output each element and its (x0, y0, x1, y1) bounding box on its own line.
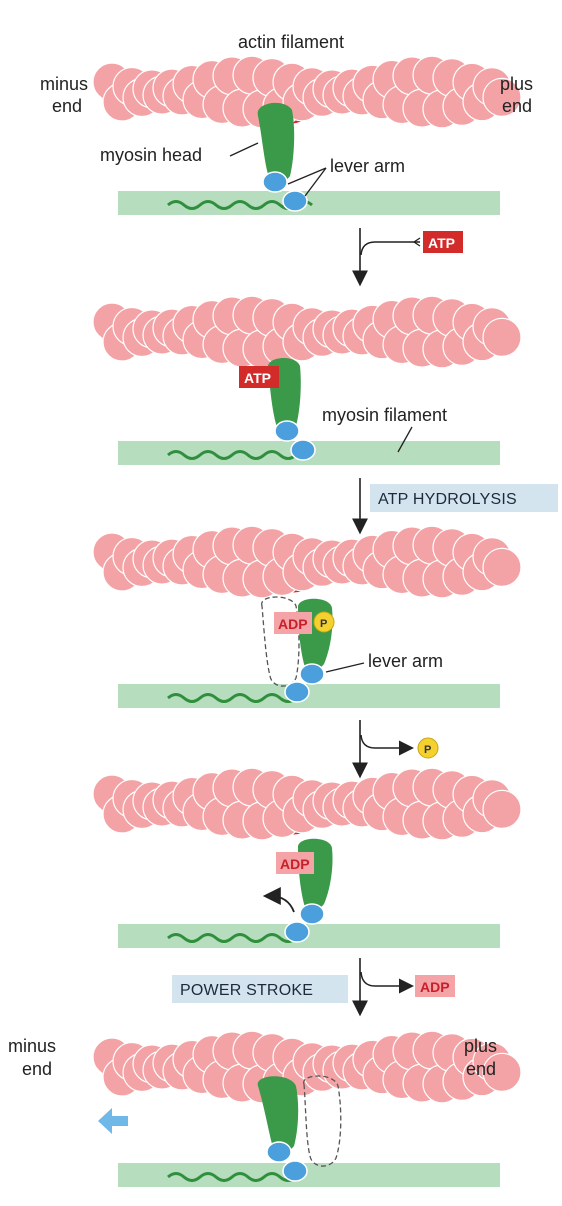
myosin-tail-wave-4 (167, 933, 297, 943)
phosphate-tag-1-text: P (320, 618, 327, 630)
atp-in-arrowhead (412, 237, 421, 247)
phosphate-tag-1 (313, 611, 335, 633)
label-lever-arm-2: lever arm (368, 651, 443, 671)
lever-arm-lower-5 (282, 1160, 308, 1182)
atp-tag-1 (423, 231, 463, 253)
adp-tag-3-text: ADP (420, 979, 450, 995)
panel-3: ADP P lever arm (92, 525, 522, 708)
adp-tag-2 (276, 852, 314, 874)
step-label-power-stroke: POWER STROKE (180, 982, 313, 999)
myosin-tail-wave-5 (167, 1172, 297, 1182)
actin-subunit (482, 317, 522, 357)
adp-tag-1 (274, 612, 312, 634)
label-plus-end-5b: end (466, 1059, 496, 1079)
myosin-head-4 (298, 838, 333, 910)
label-minus-end-5a: minus (8, 1036, 56, 1056)
phosphate-out-arrow (360, 734, 414, 756)
atp-in-arrow (360, 241, 420, 256)
actin-filament-1 (92, 55, 522, 129)
panel-2: ATP myosin filament (92, 295, 522, 465)
lever-arm-lower-1 (282, 190, 308, 212)
label-myosin-filament: myosin filament (322, 405, 447, 425)
transition-phosphate-release: P (352, 720, 439, 779)
adp-tag-3 (415, 975, 455, 997)
label-actin-filament: actin filament (238, 32, 344, 52)
actin-filament-3 (92, 525, 522, 599)
myosin-tail-wave-2 (167, 450, 313, 460)
label-minus-end-5b: end (22, 1059, 52, 1079)
atp-tag-2 (239, 366, 279, 388)
adp-out-arrow (360, 971, 414, 994)
label-minus-end-1a: minus (40, 74, 88, 94)
adp-tag-1-text: ADP (278, 616, 308, 632)
actin-subunit (482, 789, 522, 829)
phosphate-tag-2 (417, 737, 439, 759)
transition-power-stroke: POWER STROKE ADP (172, 958, 455, 1017)
myosin-head-5 (257, 1076, 299, 1152)
label-plus-end-1a: plus (500, 74, 533, 94)
actin-subunit (482, 77, 522, 117)
pointer-lever-arm-2 (325, 662, 365, 673)
prior-head-outline (261, 596, 300, 687)
prior-head-outline-2 (303, 1075, 342, 1167)
myosin-tail-wave-3 (167, 693, 297, 703)
label-plus-end-1b: end (502, 96, 532, 116)
actin-subunit (482, 547, 522, 587)
adp-tag-2-text: ADP (280, 856, 310, 872)
phosphate-tag-2-text: P (424, 744, 431, 756)
label-minus-end-1b: end (52, 96, 82, 116)
myosin-head-1 (257, 102, 295, 182)
pointer-myosin-head (229, 142, 259, 157)
panel-1: actin filament minus end plus end myosin… (40, 32, 533, 215)
label-lever-arm-1: lever arm (330, 156, 405, 176)
movement-direction-arrow (98, 1108, 128, 1134)
pointer-lever-arm-1a (287, 167, 327, 185)
lever-arm-upper-5 (266, 1141, 292, 1163)
label-myosin-head: myosin head (100, 145, 202, 165)
transition-atp-hydrolysis: ATP HYDROLYSIS (352, 478, 558, 535)
lever-arm-lower-3 (284, 681, 310, 703)
atp-tag-2-text: ATP (244, 370, 271, 386)
actin-filament-5 (92, 1030, 522, 1104)
pointer-lever-arm-1b (304, 167, 327, 197)
step-box-power-stroke (172, 975, 348, 1003)
lever-arm-lower-4 (284, 921, 310, 943)
pointer-myosin-filament (397, 426, 413, 453)
step-label-hydrolysis: ATP HYDROLYSIS (378, 491, 517, 508)
lever-arm-upper-2 (274, 420, 300, 442)
atp-tag-1-text: ATP (428, 235, 455, 251)
actin-subunit (482, 1052, 522, 1092)
swing-arrow (262, 887, 295, 913)
myosin-head-3 (298, 598, 333, 670)
lever-arm-upper-1 (262, 171, 288, 193)
lever-arm-lower-2 (290, 439, 316, 461)
lever-arm-upper-4 (299, 903, 325, 925)
actin-filament-2 (92, 295, 522, 369)
panel-5: minus end plus end (8, 1030, 522, 1187)
lever-arm-upper-3 (299, 663, 325, 685)
actin-filament-4 (92, 767, 522, 841)
step-box-hydrolysis (370, 484, 558, 512)
transition-atp-binding: ATP (352, 228, 463, 287)
label-plus-end-5a: plus (464, 1036, 497, 1056)
panel-4: ADP (92, 767, 522, 948)
